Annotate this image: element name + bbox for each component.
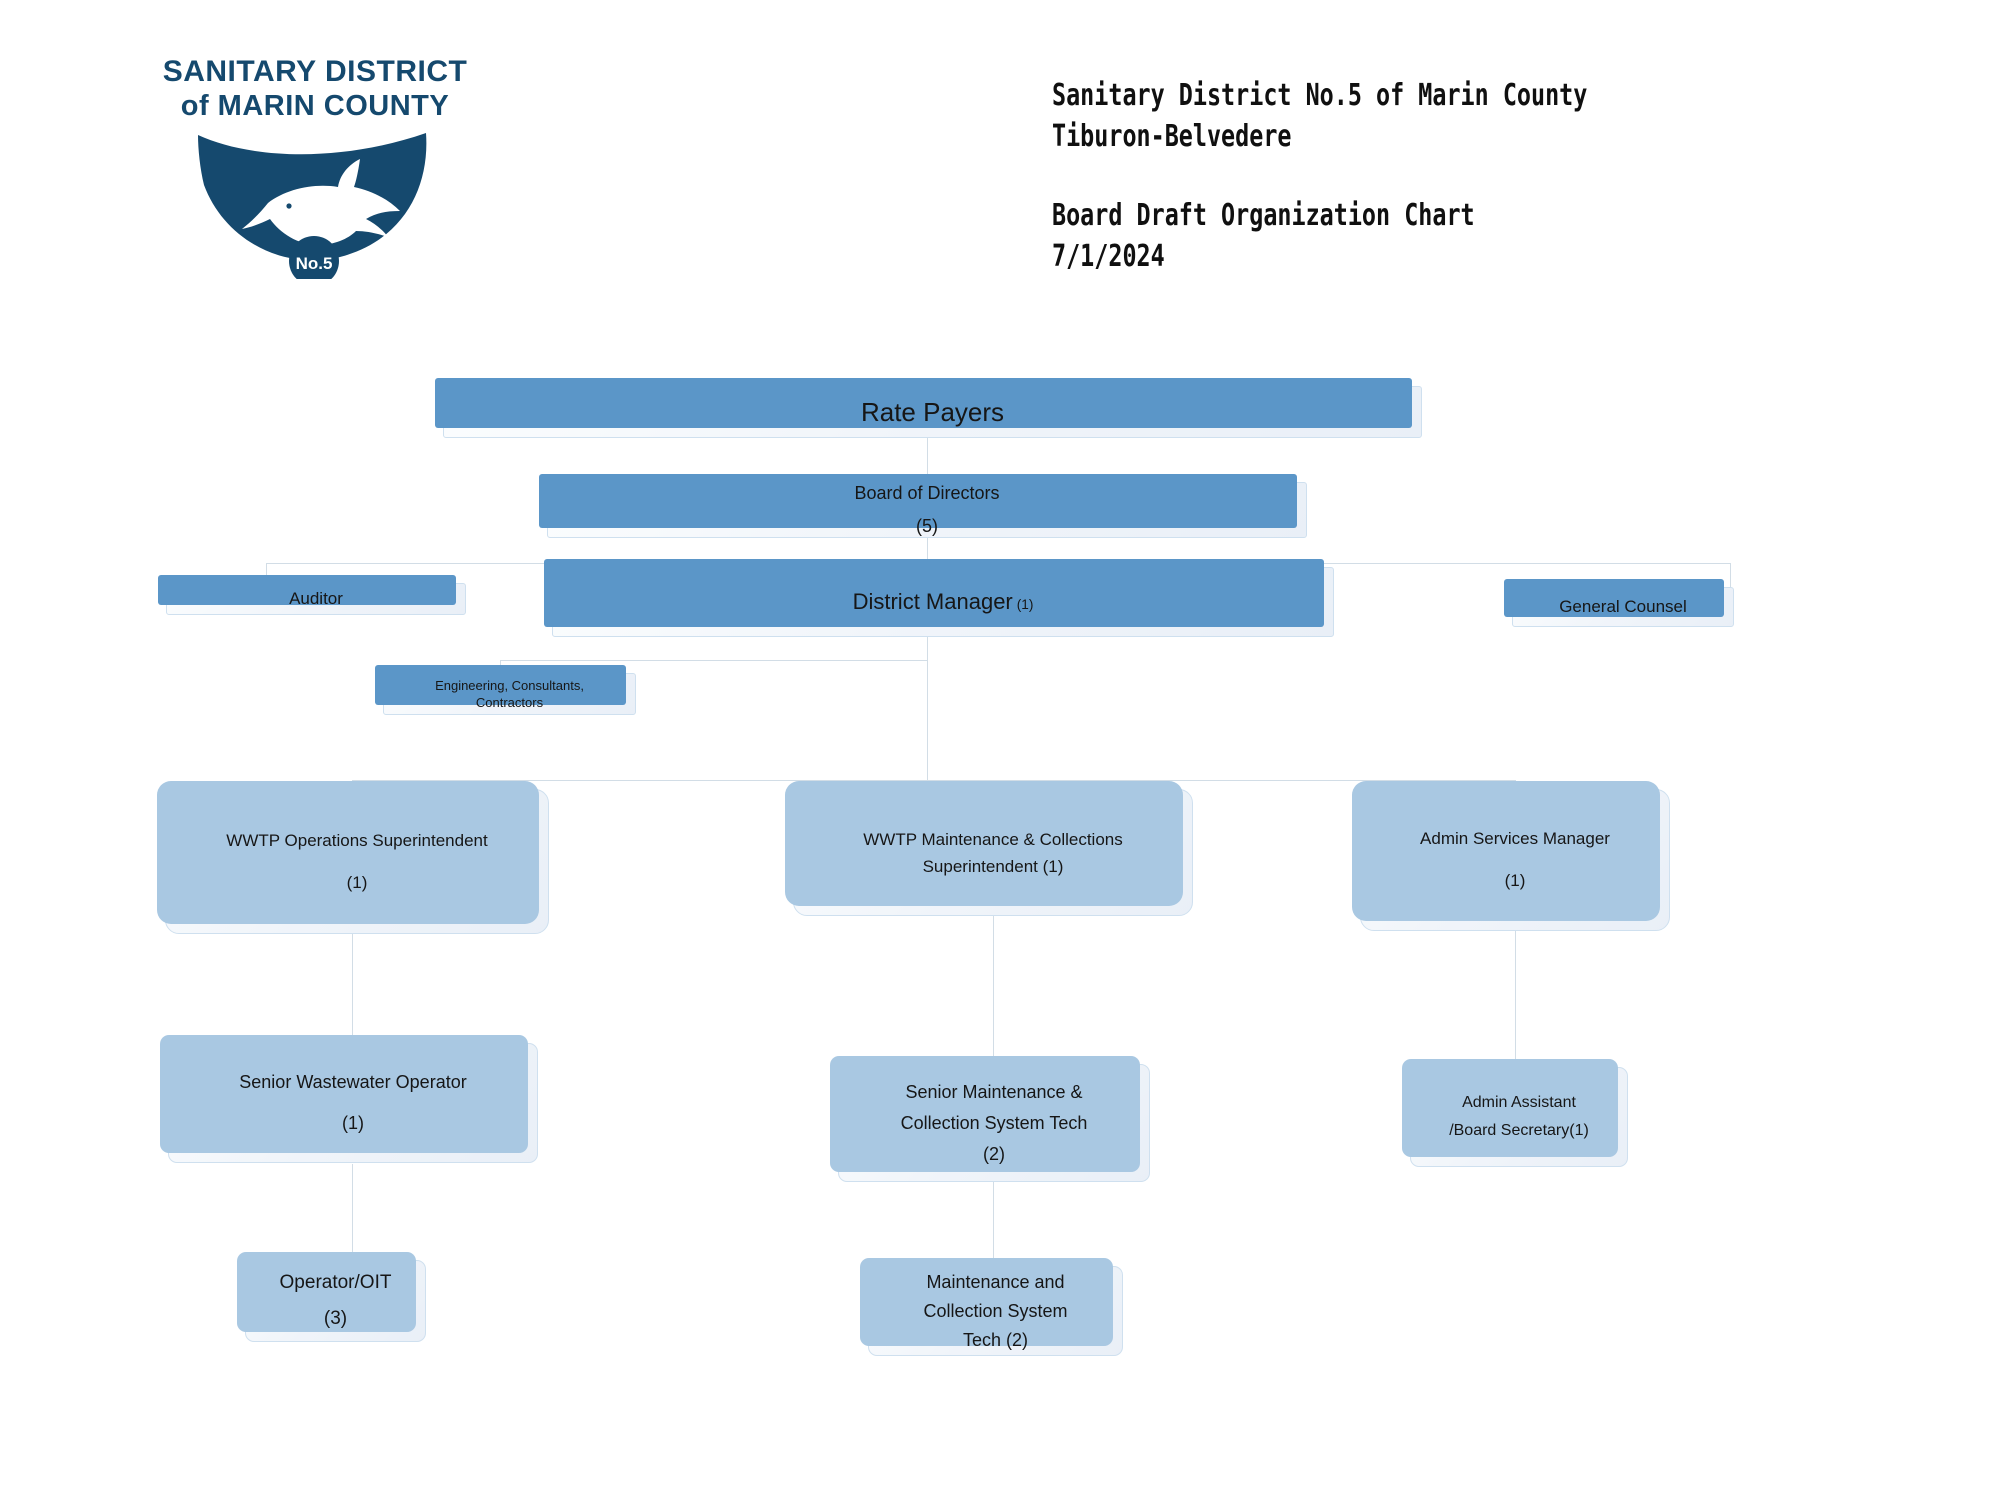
header-spacer	[1052, 157, 1812, 195]
node-maint-tech-label-2: Collection System	[923, 1300, 1068, 1321]
node-general-counsel[interactable]: General Counsel	[1504, 579, 1734, 627]
node-general-counsel-label: General Counsel	[1559, 597, 1687, 616]
connector-to-general-counsel	[1730, 563, 1731, 596]
node-district-manager[interactable]: District Manager(1)	[544, 559, 1334, 637]
node-board-label: Board of Directors	[854, 483, 1000, 503]
node-senior-ww-operator-count: (1)	[342, 1113, 364, 1133]
node-maint-tech-label-1: Maintenance and	[926, 1271, 1065, 1292]
node-rate-payers[interactable]: Rate Payers	[435, 378, 1422, 438]
node-auditor[interactable]: Auditor	[158, 575, 466, 615]
node-district-manager-label: District Manager(1)	[852, 589, 1034, 614]
node-district-manager-count: (1)	[1016, 597, 1034, 612]
header-text-block: Sanitary District No.5 of Marin County T…	[1052, 75, 1812, 277]
node-senior-wastewater-operator[interactable]: Senior Wastewater Operator (1)	[160, 1035, 538, 1163]
node-admin-services-count: (1)	[1504, 871, 1526, 890]
node-wwtp-ops-label: WWTP Operations Superintendent	[226, 830, 488, 850]
connector-dm-engineering-h	[500, 660, 927, 661]
connector-level3-bar	[352, 780, 1515, 781]
node-admin-assistant[interactable]: Admin Assistant /Board Secretary(1)	[1402, 1059, 1628, 1167]
node-senior-maint-label-1: Senior Maintenance &	[905, 1081, 1083, 1102]
logo-line-1: SANITARY DISTRICT	[162, 55, 468, 88]
node-maintenance-collection-tech[interactable]: Maintenance and Collection System Tech (…	[860, 1258, 1123, 1356]
node-admin-assistant-label-1: Admin Assistant	[1462, 1094, 1576, 1111]
node-operator-oit[interactable]: Operator/OIT (3)	[237, 1252, 426, 1342]
connector-dm-trunk	[927, 630, 928, 780]
node-senior-maintenance-tech[interactable]: Senior Maintenance & Collection System T…	[830, 1056, 1150, 1182]
node-board-count: (5)	[916, 516, 938, 536]
connector-wwtpmaint-srmaint	[993, 916, 994, 1066]
connector-adminsvc-adminasst	[1515, 930, 1516, 1067]
node-operator-oit-label: Operator/OIT	[279, 1272, 392, 1293]
node-maint-tech-label-3: Tech (2)	[962, 1329, 1029, 1350]
connector-srmaint-tech	[993, 1182, 994, 1266]
node-admin-services-label: Admin Services Manager	[1420, 829, 1610, 848]
connector-board-dm	[927, 537, 928, 563]
node-operator-oit-count: (3)	[323, 1308, 348, 1329]
node-rate-payers-label: Rate Payers	[860, 396, 1005, 427]
connector-srop-operator	[352, 1164, 353, 1260]
node-board-of-directors[interactable]: Board of Directors (5)	[539, 474, 1307, 538]
district-logo: SANITARY DISTRICT of MARIN COUNTY No.5	[155, 55, 475, 286]
node-engineering-label-1: Engineering, Consultants,	[435, 678, 584, 693]
header-line-2: Tiburon-Belvedere	[1052, 119, 1292, 154]
node-wwtp-maint-label-1: WWTP Maintenance & Collections	[863, 829, 1123, 849]
node-wwtp-maintenance-superintendent[interactable]: WWTP Maintenance & Collections Superinte…	[785, 781, 1193, 916]
node-admin-assistant-label-2: /Board Secretary(1)	[1449, 1122, 1589, 1139]
node-admin-services-manager[interactable]: Admin Services Manager (1)	[1352, 781, 1670, 931]
node-senior-ww-operator-label: Senior Wastewater Operator	[239, 1072, 467, 1092]
logo-line-2: of MARIN COUNTY	[180, 90, 450, 122]
node-senior-maint-count: (2)	[983, 1143, 1005, 1164]
logo-badge-text: No.5	[296, 254, 333, 273]
node-wwtp-ops-count: (1)	[346, 872, 368, 892]
node-auditor-label: Auditor	[289, 589, 343, 608]
node-wwtp-operations-superintendent[interactable]: WWTP Operations Superintendent (1)	[157, 781, 549, 934]
node-engineering-label-2: Contractors	[475, 695, 544, 710]
connector-wwtpops-srop	[352, 934, 353, 1044]
node-engineering-consultants[interactable]: Engineering, Consultants, Contractors	[375, 665, 636, 715]
header-line-1: Sanitary District No.5 of Marin County	[1052, 78, 1588, 113]
shark-shield-icon: No.5	[190, 129, 440, 286]
node-wwtp-maint-label-2: Superintendent (1)	[922, 856, 1064, 876]
node-senior-maint-label-2: Collection System Tech	[900, 1112, 1088, 1133]
header-line-4: 7/1/2024	[1052, 239, 1165, 274]
header-line-3: Board Draft Organization Chart	[1052, 198, 1475, 233]
connector-ratepayers-board	[927, 437, 928, 482]
